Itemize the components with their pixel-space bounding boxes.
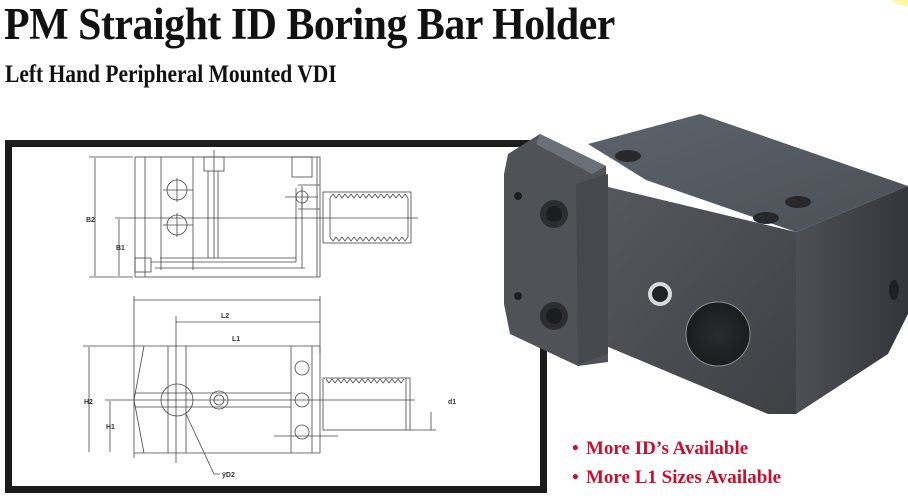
dim-label-d2: ÿD2 bbox=[222, 472, 235, 479]
feature-item: • More L1 Sizes Available bbox=[572, 463, 781, 492]
feature-list: • More ID’s Available • More L1 Sizes Avai… bbox=[572, 434, 781, 492]
page-subtitle: Left Hand Peripheral Mounted VDI bbox=[5, 61, 337, 88]
page-title: PM Straight ID Boring Bar Holder bbox=[4, 0, 615, 49]
technical-drawing-frame: B2 B1 L2 L1 H2 H1 d1 ÿD2 bbox=[5, 140, 547, 493]
corner-decoration bbox=[888, 0, 908, 6]
technical-drawing: B2 B1 L2 L1 H2 H1 d1 ÿD2 bbox=[83, 150, 456, 479]
dim-label-b2: B2 bbox=[86, 217, 95, 224]
dimension-labels: B2 B1 L2 L1 H2 H1 d1 ÿD2 bbox=[84, 217, 456, 479]
feature-item: • More ID’s Available bbox=[572, 434, 781, 463]
dim-label-d1: d1 bbox=[448, 399, 456, 406]
dim-label-l1: L1 bbox=[232, 336, 240, 343]
bullet-icon: • bbox=[572, 467, 579, 488]
dim-label-b1: B1 bbox=[116, 245, 125, 252]
dim-label-h2: H2 bbox=[84, 399, 93, 406]
dim-label-h1: H1 bbox=[106, 424, 115, 431]
dim-label-l2: L2 bbox=[221, 313, 229, 320]
product-image bbox=[504, 114, 908, 414]
feature-text: More ID’s Available bbox=[586, 438, 749, 459]
feature-text: More L1 Sizes Available bbox=[586, 467, 782, 488]
bullet-icon: • bbox=[572, 438, 579, 459]
